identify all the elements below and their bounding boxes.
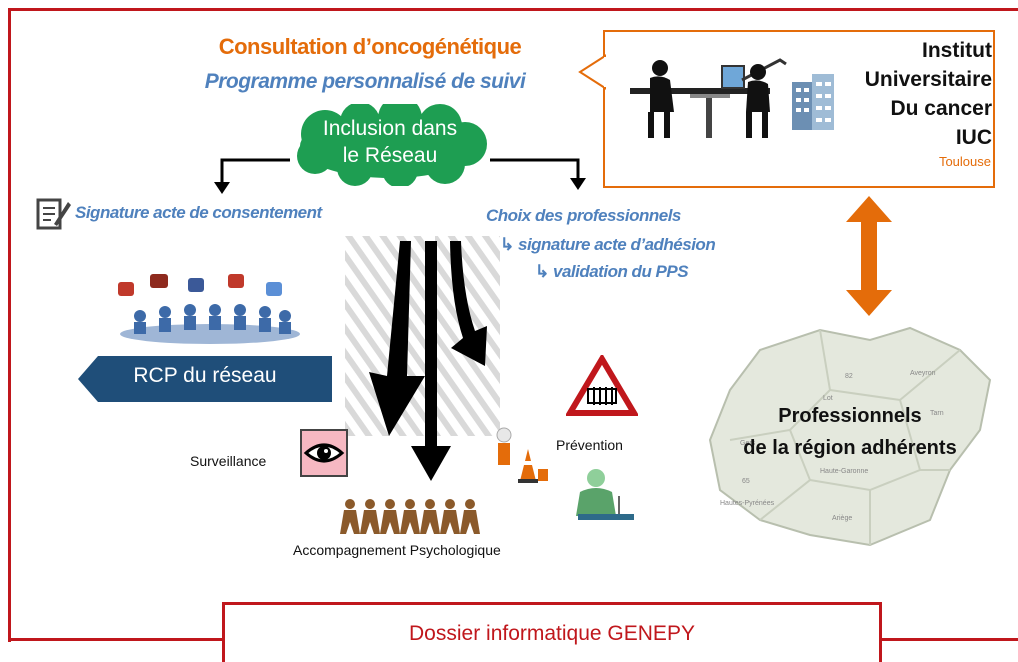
map-label-ariege: Ariège xyxy=(832,515,853,522)
programme-subtitle: Programme personnalisé de suivi xyxy=(204,70,526,93)
double-arrow-icon xyxy=(846,196,892,316)
map-label-tarn: Tarn xyxy=(930,410,944,417)
consultation-meeting-icon xyxy=(630,58,787,138)
map-label-haute-garonne: Haute-Garonne xyxy=(820,468,869,475)
step-arrow-icon: ↳ xyxy=(500,235,514,254)
consultation-title: Consultation d’oncogénétique xyxy=(218,34,522,59)
surgeon-icon xyxy=(576,469,634,520)
outer-frame xyxy=(8,8,1018,642)
signature-document-icon xyxy=(36,198,71,230)
adhesion-step-label: signature acte d’adhésion xyxy=(517,235,716,254)
region-line-2: de la région adhérents xyxy=(743,437,957,459)
callout-pointer xyxy=(578,54,608,90)
map-label-hautes-pyrenees: Hautes-Pyrénées xyxy=(720,500,775,507)
iuc-line-2: Universitaire xyxy=(864,68,992,91)
adhesion-step: ↳ signature acte d’adhésion xyxy=(500,235,716,255)
pathway-arrows xyxy=(345,236,500,481)
frame-bottom-right-line xyxy=(880,638,1018,641)
prevention-label: Prévention xyxy=(556,437,623,453)
construction-cone-icon xyxy=(496,427,548,483)
map-label-65: 65 xyxy=(742,478,750,485)
people-chain-icon xyxy=(340,499,480,534)
warning-sign-icon xyxy=(566,355,638,416)
cloud-line-2: le Réseau xyxy=(342,144,438,167)
region-line-1: Professionnels xyxy=(778,405,922,427)
iuc-line-1: Institut xyxy=(922,39,992,62)
map-label-lot: Lot xyxy=(823,395,833,402)
map-label-82: 82 xyxy=(845,373,853,380)
region-professionals-label: Professionnels de la région adhérents xyxy=(720,400,980,464)
map-label-aveyron: Aveyron xyxy=(910,370,936,377)
iuc-line-3: Du cancer xyxy=(890,97,992,120)
map-label-gers: Gers xyxy=(740,440,756,447)
region-map xyxy=(708,326,992,547)
inclusion-cloud-shape xyxy=(297,104,487,186)
professional-choice-label: Choix des professionnels xyxy=(486,206,681,225)
branch-connector xyxy=(214,158,586,194)
genepy-label: Dossier informatique GENEPY xyxy=(409,622,695,645)
surveillance-label: Surveillance xyxy=(190,453,267,469)
step-arrow-icon: ↳ xyxy=(535,262,549,281)
consent-signature-label: Signature acte de consentement xyxy=(75,203,322,222)
iuc-name: Institut Universitaire Du cancer IUC xyxy=(840,36,992,152)
iuc-line-4: IUC xyxy=(955,126,992,149)
iuc-city: Toulouse xyxy=(938,154,991,169)
rcp-label: RCP du réseau xyxy=(133,364,277,387)
cloud-line-1: Inclusion dans xyxy=(322,117,458,140)
genepy-box xyxy=(222,602,882,662)
accompagnement-label: Accompagnement Psychologique xyxy=(293,542,501,558)
cloud-label: Inclusion dans le Réseau xyxy=(300,115,480,169)
hospital-building-icon xyxy=(792,74,834,130)
eye-icon xyxy=(300,429,348,477)
rcp-banner-shape xyxy=(78,356,332,402)
pps-step-label: validation du PPS xyxy=(552,262,689,281)
pps-step: ↳ validation du PPS xyxy=(535,262,689,282)
frame-bottom-left-line xyxy=(8,638,223,641)
rcp-meeting-icon xyxy=(118,274,300,344)
